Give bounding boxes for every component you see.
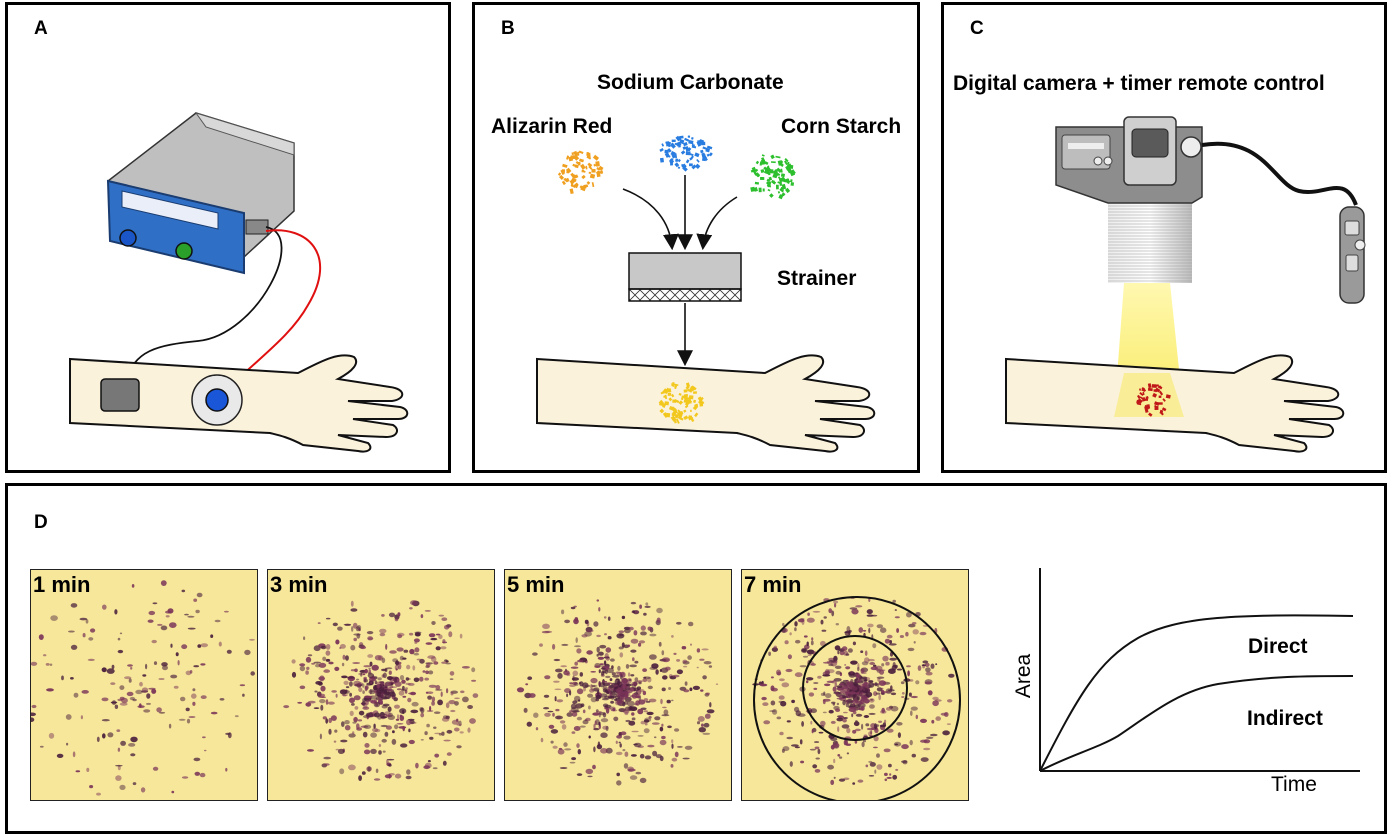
frame-7min-label: 7 min [744, 572, 802, 597]
direct-label: Direct [1248, 635, 1308, 658]
panel-a-label: A [34, 18, 48, 39]
strainer-label: Strainer [777, 267, 857, 290]
panel-d: D 1 min 3 min 5 min 7 min Area Time Dire… [5, 483, 1387, 834]
corn-starch-label: Corn Starch [781, 115, 902, 138]
outer-circle [753, 596, 961, 800]
alizarin-red-label: Alizarin Red [491, 115, 613, 138]
frame-5min-label: 5 min [507, 572, 565, 597]
sodium-powder [659, 135, 713, 172]
frame-7min: 7 min [741, 569, 969, 801]
xlabel-time: Time [1271, 773, 1317, 796]
indirect-label: Indirect [1247, 707, 1323, 730]
strainer [628, 252, 742, 290]
remote-cable [1201, 141, 1358, 206]
device-knob-green [175, 242, 193, 260]
active-electrode [205, 388, 229, 412]
panel-c-label: C [970, 18, 984, 39]
arm [536, 354, 876, 453]
camera-label: Digital camera + timer remote control [953, 72, 1325, 95]
powder-mixing-diagram [536, 135, 876, 453]
alizarin-powder [557, 150, 604, 195]
area-time-graph [1039, 568, 1360, 772]
iontophoresis-illustration [69, 112, 409, 453]
return-electrode [100, 378, 140, 412]
arrow-corn [696, 196, 738, 251]
indirect-curve [1039, 675, 1354, 772]
inner-circle [802, 635, 908, 741]
camera-setup-illustration [1005, 116, 1366, 453]
arrow-alizarin [622, 188, 679, 251]
frame-1min-label: 1 min [33, 572, 91, 597]
camera-button [1180, 136, 1202, 158]
powder-deposit [658, 382, 705, 424]
ylabel-area: Area [1012, 653, 1036, 699]
panel-b-label: B [501, 18, 515, 39]
sodium-carbonate-label: Sodium Carbonate [597, 71, 784, 94]
corn-powder [750, 154, 796, 200]
measurement-circles [753, 596, 961, 800]
panel-b: B Sodium Carbonate Alizarin Red Corn Sta… [472, 2, 920, 473]
frame-1min: 1 min [30, 569, 258, 801]
frame-5min: 5 min [504, 569, 732, 801]
direct-curve [1039, 614, 1354, 772]
panel-c: C Digital camera + timer remote control [941, 2, 1387, 473]
wire-black [125, 226, 283, 384]
device-knob-blue [119, 229, 137, 247]
stained-area [1136, 383, 1171, 417]
frame-3min-label: 3 min [270, 572, 328, 597]
panel-d-label: D [34, 512, 48, 533]
frame-3min: 3 min [267, 569, 495, 801]
panel-a: A [5, 2, 451, 473]
